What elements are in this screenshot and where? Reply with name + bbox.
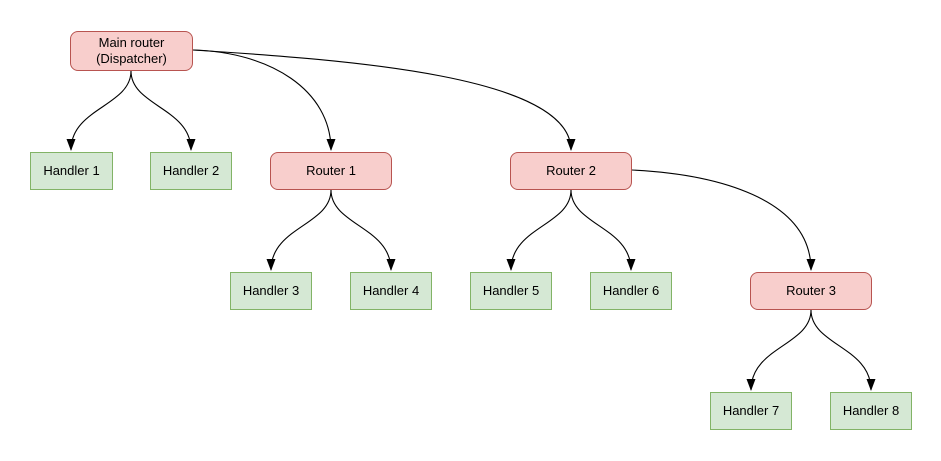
node-handler-4-label: Handler 4 (362, 283, 420, 298)
edge-router-3-to-handler-7 (746, 309, 812, 391)
node-handler-6-label: Handler 6 (602, 283, 660, 298)
edge-router-2-to-router-3 (631, 169, 816, 271)
node-handler-3: Handler 3 (230, 272, 312, 310)
node-handler-1: Handler 1 (30, 152, 113, 190)
edge-router-3-to-handler-8 (810, 309, 876, 391)
node-router-2-label: Router 2 (546, 163, 596, 178)
node-handler-2: Handler 2 (150, 152, 232, 190)
edge-router-2-to-handler-5 (506, 189, 572, 271)
node-handler-5: Handler 5 (470, 272, 552, 310)
node-router-1-label: Router 1 (306, 163, 356, 178)
edge-main-router-to-router-1 (192, 49, 336, 151)
node-handler-4: Handler 4 (350, 272, 432, 310)
edge-main-router-to-handler-2 (130, 70, 196, 151)
node-handler-3-label: Handler 3 (242, 283, 300, 298)
node-router-3-label: Router 3 (786, 283, 836, 298)
node-handler-5-label: Handler 5 (482, 283, 540, 298)
node-router-3: Router 3 (750, 272, 872, 310)
node-handler-2-label: Handler 2 (162, 163, 220, 178)
node-main-router-label: Main router (Dispatcher) (96, 35, 167, 66)
edge-router-2-to-handler-6 (570, 189, 636, 271)
node-handler-6: Handler 6 (590, 272, 672, 310)
node-handler-7: Handler 7 (710, 392, 792, 430)
node-main-router: Main router (Dispatcher) (70, 31, 193, 71)
node-router-2: Router 2 (510, 152, 632, 190)
edge-main-router-to-handler-1 (66, 70, 132, 151)
node-router-1: Router 1 (270, 152, 392, 190)
edge-main-router-to-router-2 (192, 49, 576, 151)
node-handler-1-label: Handler 1 (43, 163, 100, 178)
edge-router-1-to-handler-3 (266, 189, 332, 271)
node-handler-8-label: Handler 8 (842, 403, 900, 418)
node-handler-7-label: Handler 7 (722, 403, 780, 418)
edge-router-1-to-handler-4 (330, 189, 396, 271)
node-handler-8: Handler 8 (830, 392, 912, 430)
